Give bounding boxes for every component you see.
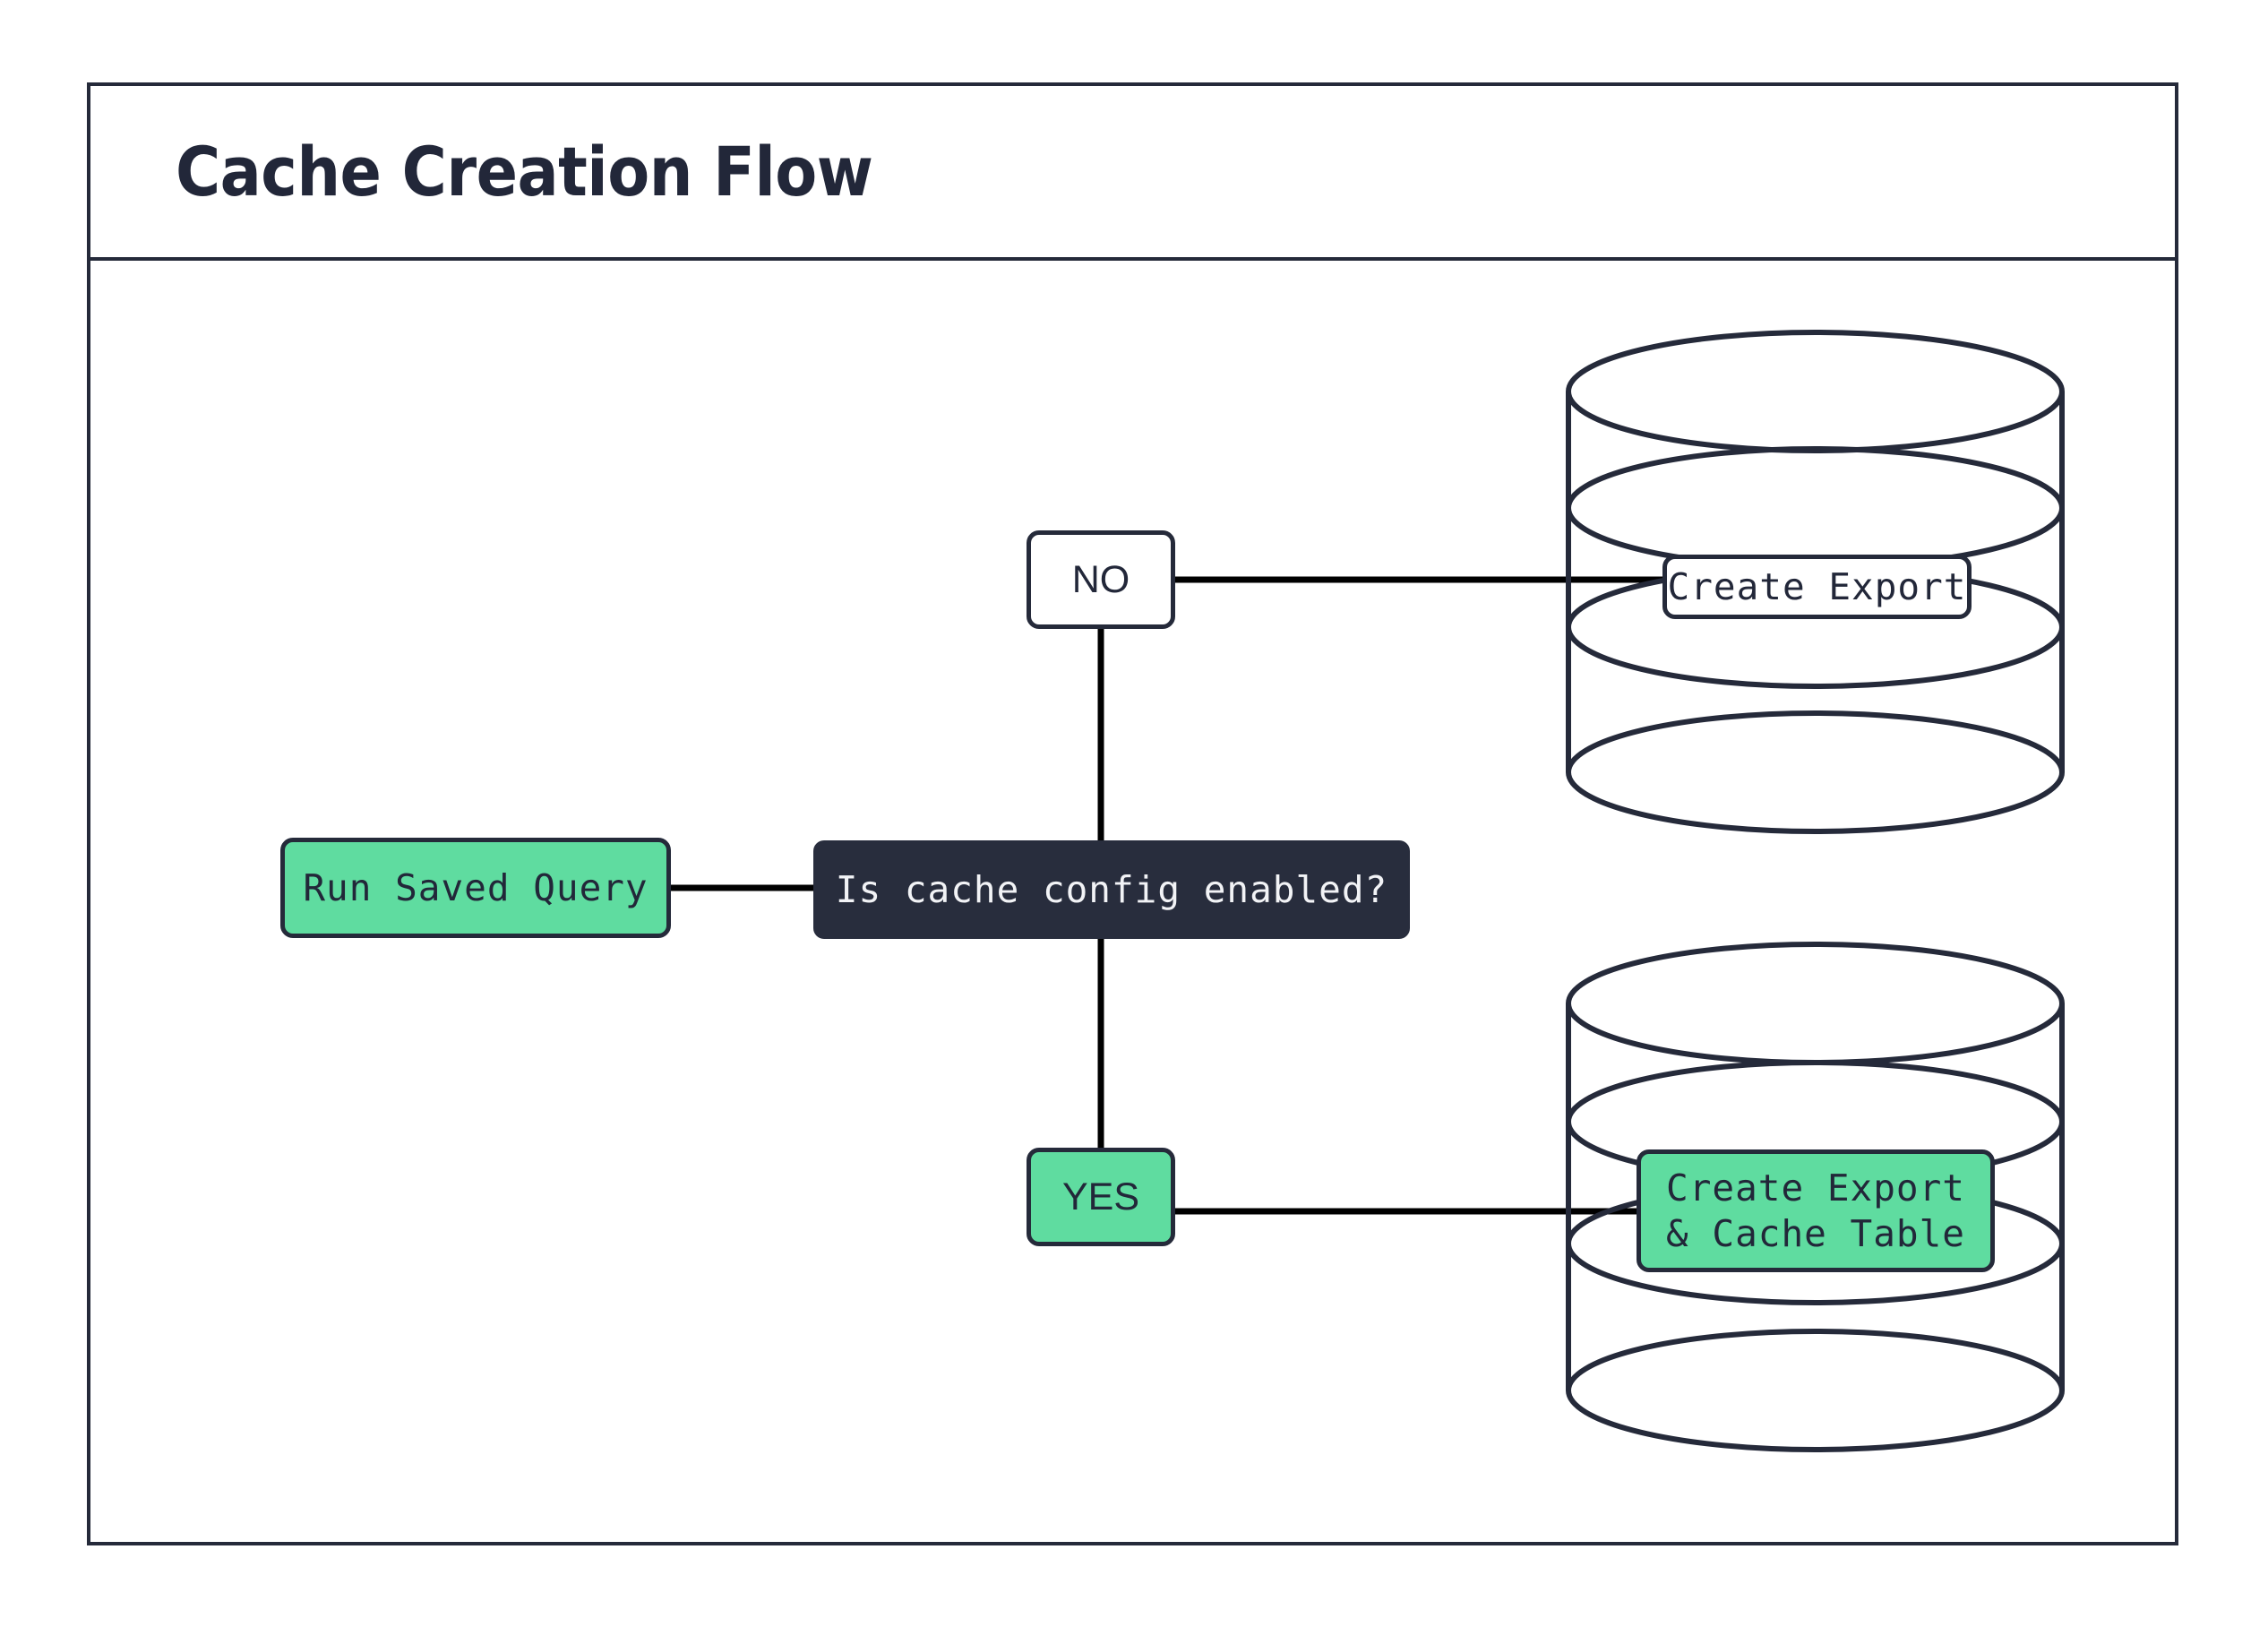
node-db-create-export-and-cache-table[interactable]: Create Export & Cache Table [1637, 1149, 1995, 1272]
page-title: Cache Creation Flow [176, 132, 873, 211]
diagram-header: Cache Creation Flow [90, 86, 2175, 261]
node-run-saved-query[interactable]: Run Saved Query [280, 838, 671, 938]
node-branch-no[interactable]: NO [1027, 530, 1175, 629]
node-decision-is-cache-config-enabled[interactable]: Is cache config enabled? [813, 840, 1410, 939]
diagram-frame: Cache Creation Flow [87, 82, 2178, 1545]
node-db-create-export[interactable]: Create Export [1662, 555, 1972, 619]
node-branch-yes[interactable]: YES [1027, 1148, 1175, 1246]
